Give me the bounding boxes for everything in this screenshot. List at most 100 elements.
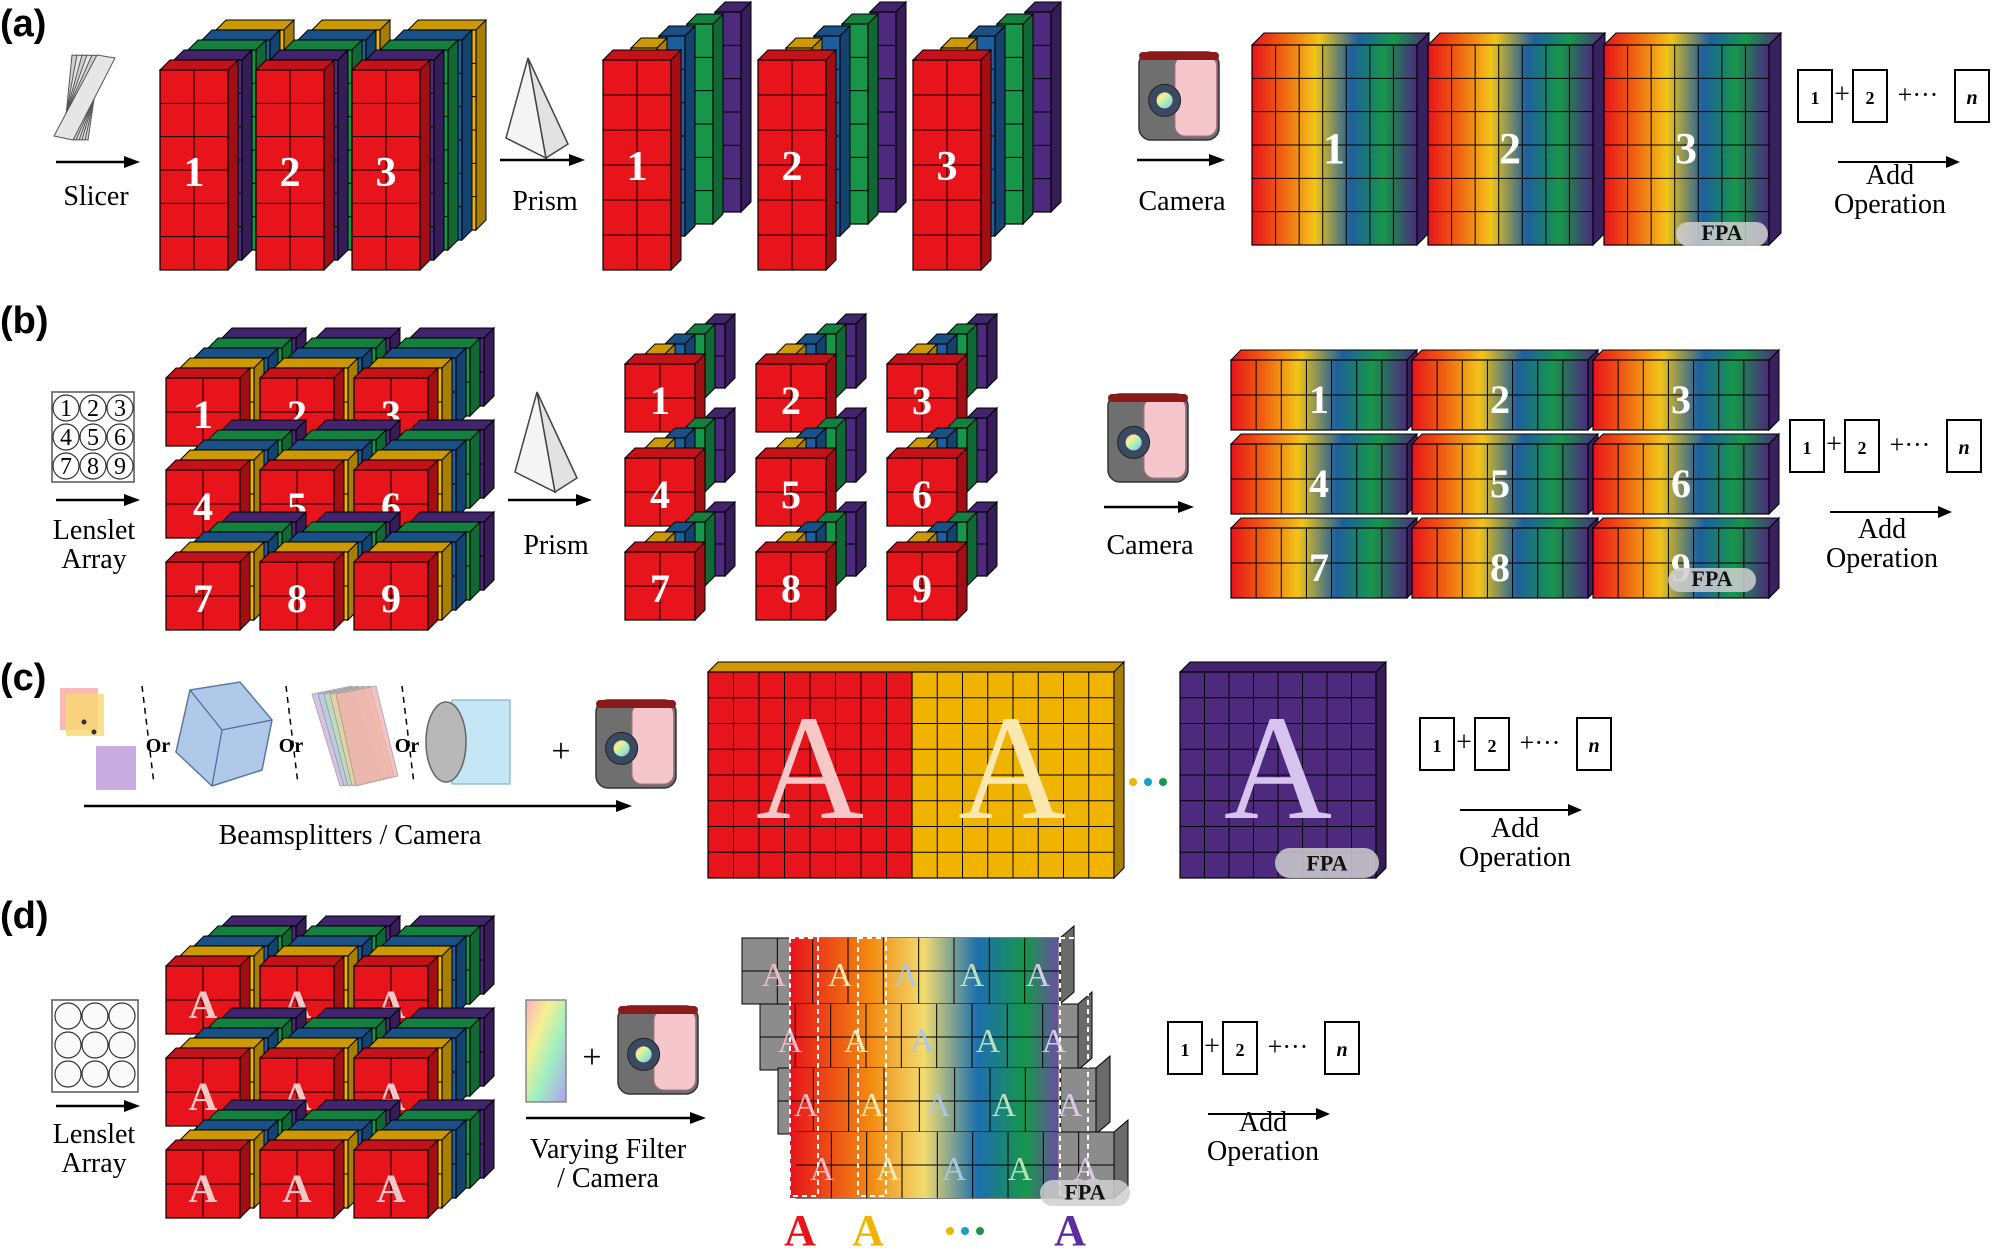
arrow-a-2 [500,154,585,166]
dispersed-cube-1 [623,312,737,434]
box-top [272,1129,360,1141]
box-side [684,24,696,238]
lenslet [52,423,80,451]
lenslet [108,1060,136,1088]
slab-side [1768,516,1780,600]
box-top [178,1129,266,1141]
box-side [475,18,487,232]
formula-box-2 [1222,1021,1258,1075]
lenslet [52,394,80,422]
grid-lines [912,672,1114,878]
box-top [178,357,266,369]
row-letter-a: A [960,957,985,994]
formula-ellipsis: +··· [1898,80,1939,109]
ellipsis-dot-blue [1144,778,1152,786]
grid-lines [756,552,826,620]
row-letter-a: A [794,1087,819,1124]
camera-icon-c [595,699,677,789]
box-side [447,38,459,252]
arrow-head [1178,501,1194,513]
box-top [366,1129,454,1141]
letter-a-purple: A [1224,685,1332,851]
box-side [441,1128,453,1210]
camera-label-a: Camera [1138,186,1226,217]
box-top [300,1109,388,1121]
grid-lines [1231,360,1407,430]
legend-letter-yellow: A [852,1206,884,1251]
dispersed-red [601,48,683,272]
fpa-number-b-7: 7 [1309,545,1329,590]
red-front-layer [352,550,440,632]
dispersed-red [754,446,838,528]
box-top [352,1139,440,1151]
cube-number-a-2: 2 [280,150,301,196]
box-side [483,1006,495,1088]
box-top [406,19,488,31]
box-top [286,439,374,451]
splitter-dot [91,729,97,735]
camera-top [1139,52,1219,60]
slicer-icon [53,54,116,141]
box-top [380,439,468,451]
box-top [164,955,252,967]
row-letter-a: A [1026,957,1051,994]
box-top [192,439,280,451]
camera-icon-b [1107,393,1189,483]
row-letter-a: A [992,1087,1017,1124]
grid-lines [1412,528,1588,598]
red-front-layer [254,58,336,272]
row-letter-a: A [910,1023,935,1060]
slicer-blade [53,54,116,141]
add-label-c-1: Add [1491,813,1539,844]
grid-lines [1180,672,1376,878]
box-top [164,1139,252,1151]
row-letter-a: A [1042,1023,1067,1060]
fpa-number-b-1: 1 [1309,377,1329,422]
formula-box-1 [1167,1021,1203,1075]
grid-lines [1025,44,1051,180]
box-top [192,1027,280,1039]
box-top [206,925,294,937]
camera-icon-a [1138,51,1220,141]
fpa-c-top [706,661,1126,673]
panel-c-label: (c) [0,657,46,699]
add-label-b-1: Add [1858,514,1906,545]
box-side [986,406,998,484]
box-top [268,49,350,61]
box-side [835,322,847,400]
box-top [286,347,374,359]
box-top [272,357,360,369]
box-top [314,511,402,523]
box-side [455,530,467,612]
grid-lines [352,70,420,270]
splitter-crystal [175,681,273,787]
slab-top [1426,32,1607,46]
box-top [164,1047,252,1059]
box-top [220,327,308,339]
box-side [455,438,467,520]
box-top [258,955,346,967]
cube-letter-d-8: A [283,1166,312,1211]
slab-side [1768,31,1782,247]
box-top [158,59,240,71]
box-side [455,934,467,1016]
box-top [911,49,993,61]
row-letter-a: A [1058,1087,1083,1124]
box-side [433,48,445,262]
column-highlight [789,937,819,1197]
row-letter-a: A [828,957,853,994]
row-letter-a: A [844,1023,869,1060]
dichroic-plate [335,685,399,787]
dispersed-slice-2 [756,0,908,272]
dispersed-cube-4 [623,406,737,528]
box-top [258,551,346,563]
red-front-layer [258,1138,346,1220]
ellipsis-dot-green [1159,778,1167,786]
arrow-head [124,156,140,168]
fpa-strip-b-4 [1229,432,1419,516]
arrow-b-2 [508,494,592,506]
dispersed-number-b-5: 5 [781,472,801,517]
lenslet-number: 3 [114,396,126,422]
dispersed-number-b-7: 7 [650,566,670,611]
